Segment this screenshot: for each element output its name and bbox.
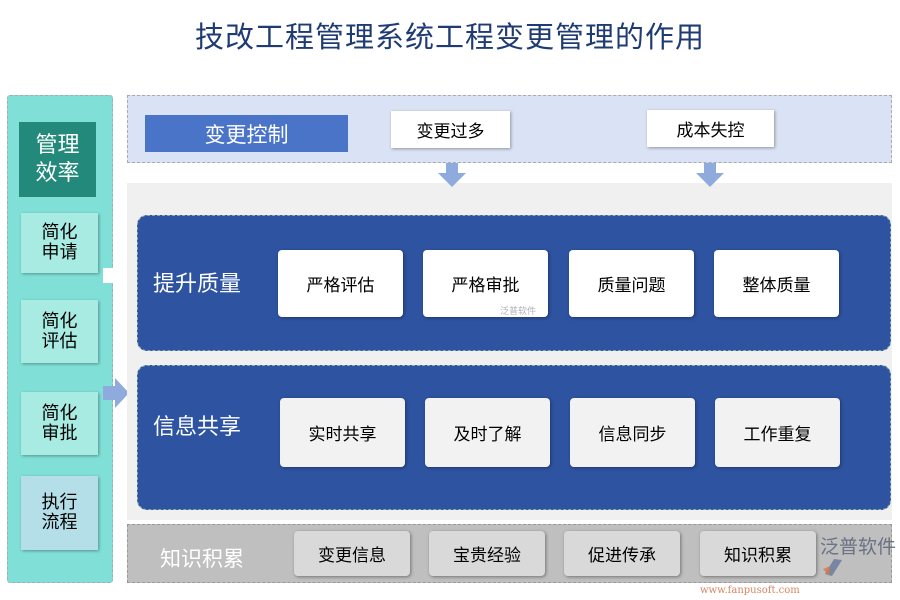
sharing-label: 信息共享 (153, 415, 242, 440)
knowledge-label: 知识积累 (160, 547, 244, 571)
change-control-label: 变更控制 (145, 115, 348, 152)
knowledge-item: 变更信息 (294, 531, 410, 576)
down-arrow-icon (696, 163, 724, 187)
watermark-brand: 泛普软件 (820, 536, 897, 558)
quality-item: 严格评估 (278, 250, 403, 317)
left-item: 简化审批 (21, 392, 98, 455)
sharing-item: 信息同步 (570, 398, 695, 467)
watermark-url: www.fanpusoft.com (700, 585, 800, 596)
sharing-item: 工作重复 (715, 398, 840, 467)
quality-item: 严格审批 (423, 250, 548, 317)
sharing-item: 实时共享 (280, 398, 405, 467)
quality-item: 整体质量 (714, 250, 839, 317)
down-arrow-icon (438, 163, 466, 187)
left-item: 简化评估 (21, 300, 98, 363)
page-title: 技改工程管理系统工程变更管理的作用 (194, 20, 705, 54)
watermark-small: 泛普软件 (500, 307, 537, 317)
top-item: 成本失控 (647, 110, 774, 147)
knowledge-item: 知识积累 (700, 531, 816, 576)
right-arrow-icon (103, 378, 129, 408)
management-efficiency-heading: 管理效率 (19, 122, 96, 197)
left-item: 简化申请 (21, 213, 98, 273)
left-item: 执行流程 (21, 476, 98, 550)
quality-label: 提升质量 (153, 272, 242, 297)
sharing-item: 及时了解 (425, 398, 550, 467)
quality-item: 质量问题 (569, 250, 694, 317)
connector-notch (103, 268, 115, 283)
knowledge-item: 宝贵经验 (429, 531, 545, 576)
knowledge-item: 促进传承 (564, 531, 680, 576)
brand-logo-icon (823, 559, 842, 576)
top-item: 变更过多 (391, 111, 510, 148)
